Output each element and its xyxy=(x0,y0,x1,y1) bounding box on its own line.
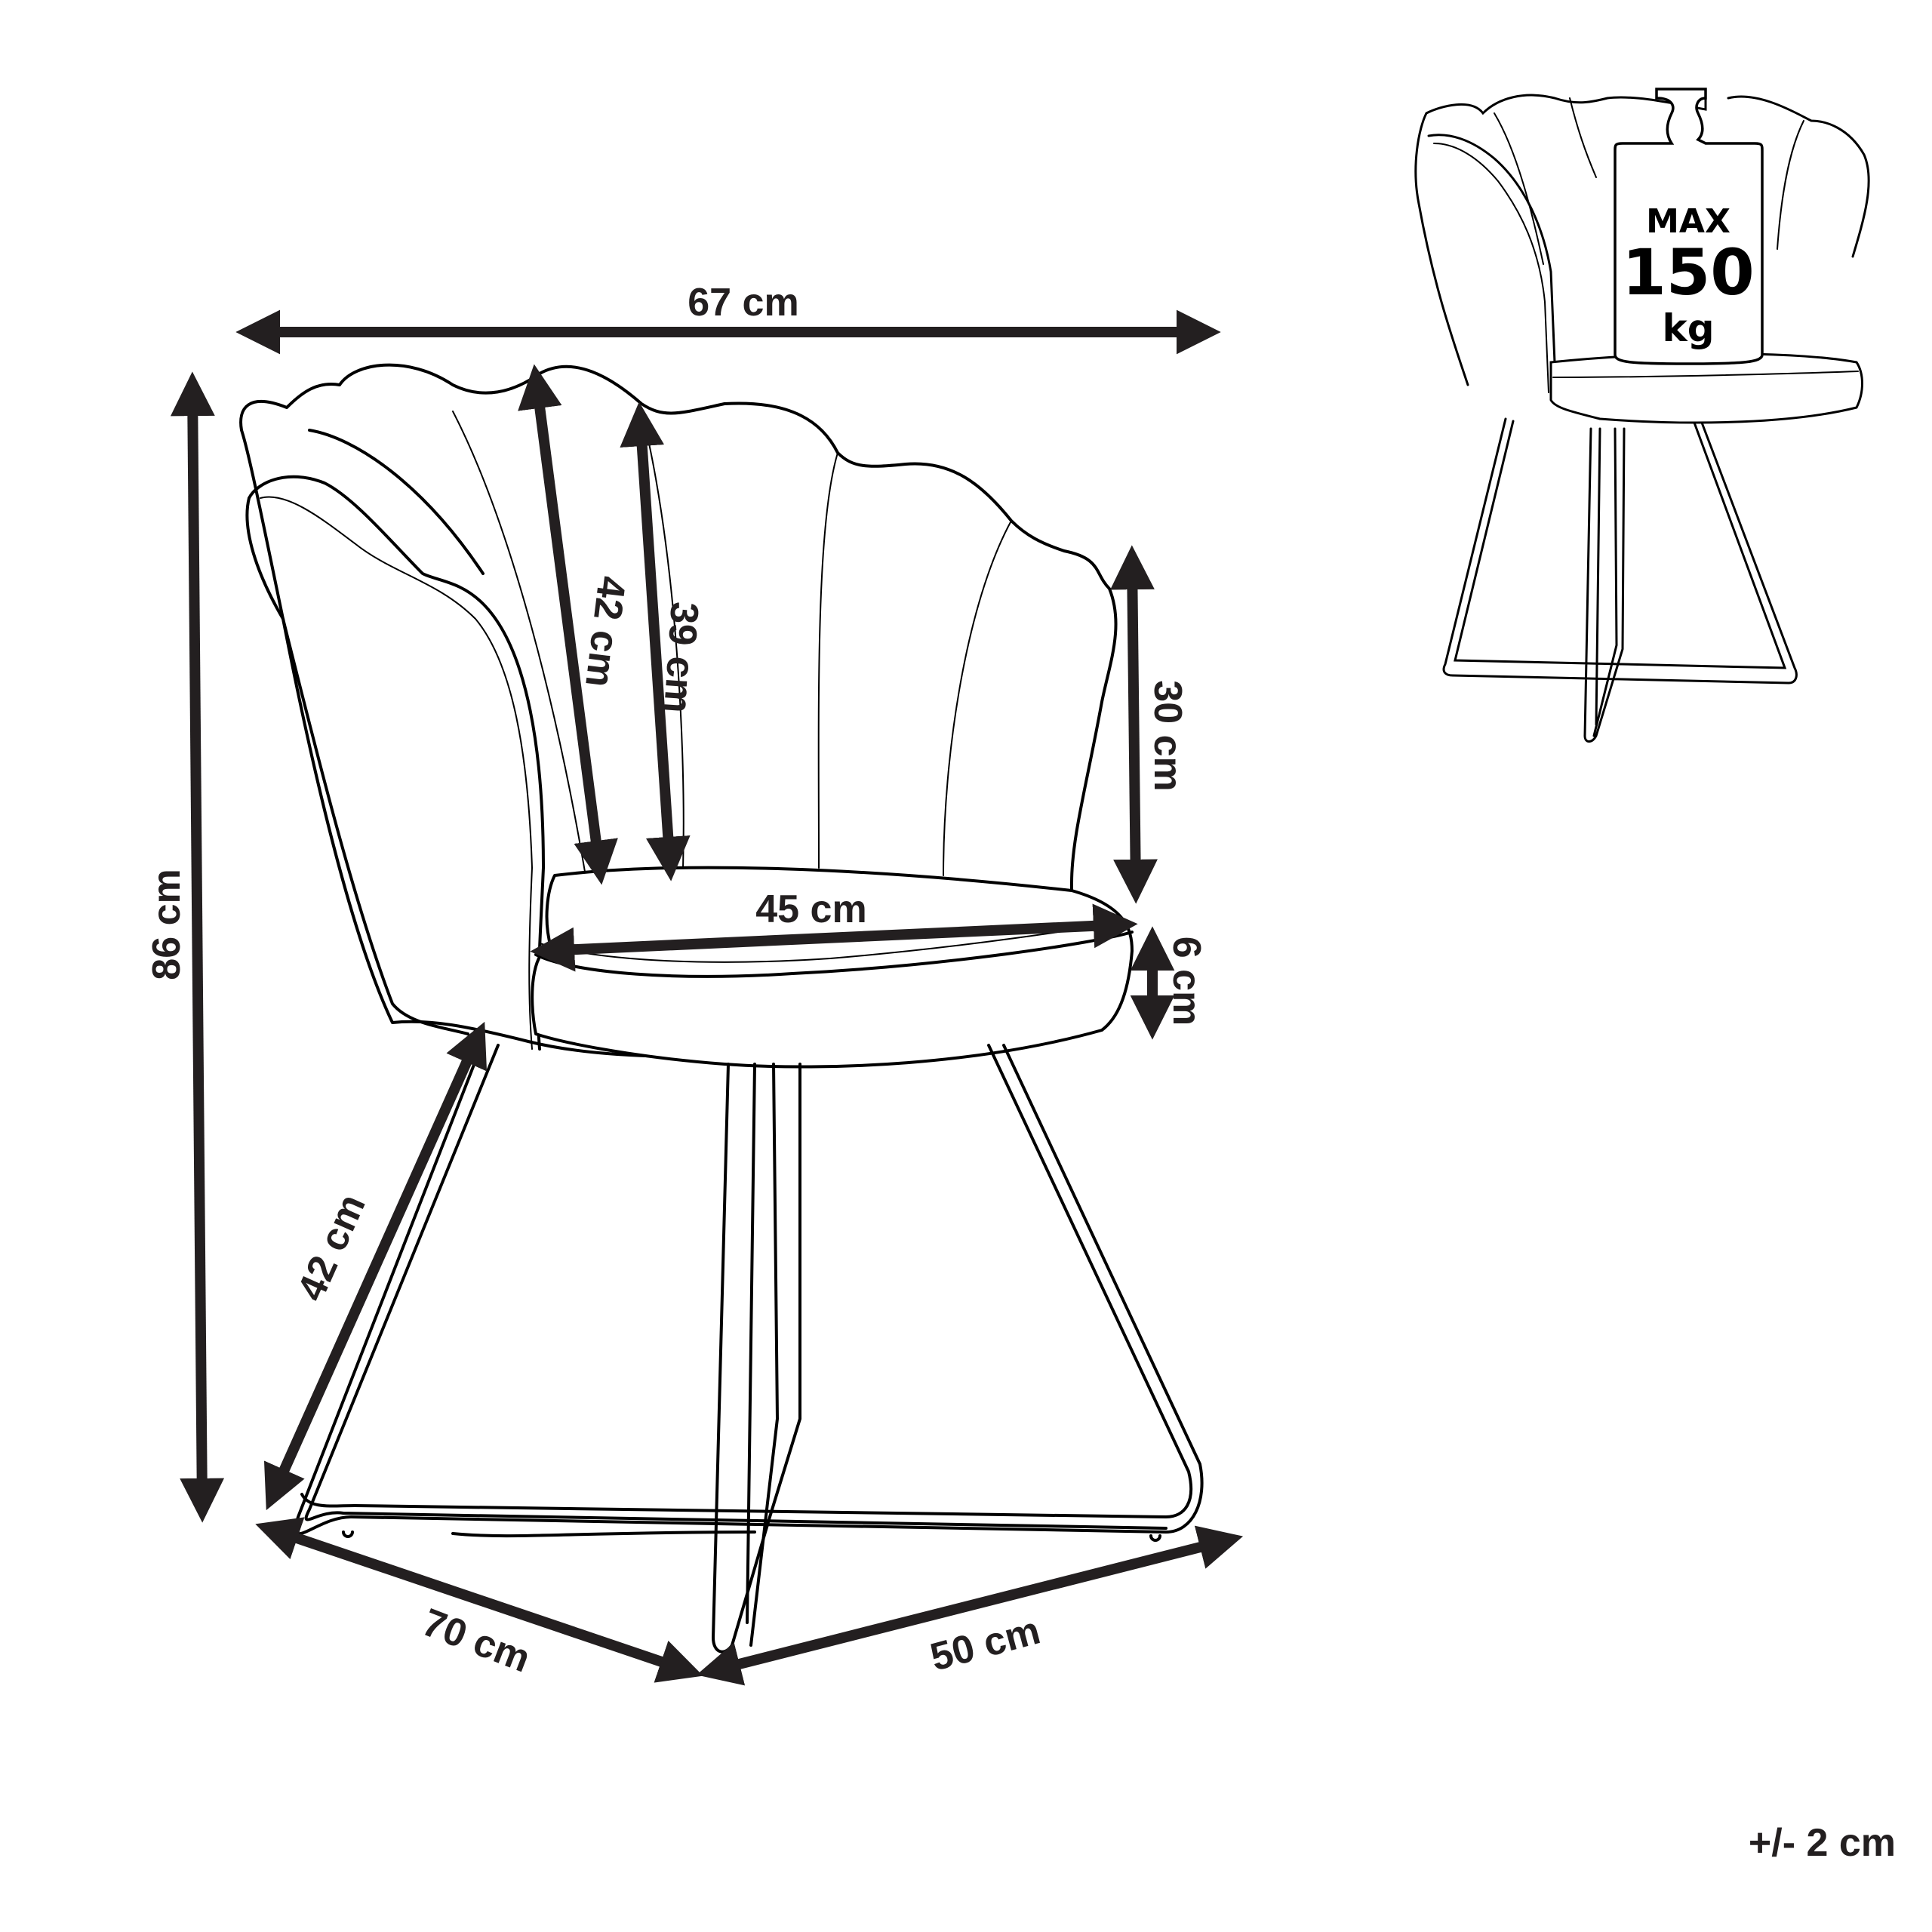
main-chair-drawing xyxy=(239,363,1204,1654)
back-seam-3 xyxy=(817,452,838,869)
load-capacity-thumbnail: MAX 150 kg xyxy=(1414,88,1870,743)
thumb-chair-back xyxy=(1414,93,1870,386)
tolerance-note: +/- 2 cm xyxy=(1748,1821,1896,1865)
left-arm-upper-curve xyxy=(308,429,485,575)
thumb-chair-arm-inner xyxy=(1433,143,1549,393)
thumb-chair-legs xyxy=(1442,417,1798,743)
dimension-seat-width-45: 45 cm xyxy=(530,888,1138,972)
weight-icon xyxy=(1614,88,1764,365)
dimension-depth-70: 70 cm xyxy=(255,1517,703,1683)
dimension-label-height: 86 cm xyxy=(145,869,189,980)
dimension-label-armrest: 30 cm xyxy=(1146,680,1189,791)
dimension-label-seat-thickness: 6 cm xyxy=(1164,937,1208,1026)
back-seam-4 xyxy=(943,520,1012,876)
thumb-chair-arm xyxy=(1427,134,1560,394)
thumb-seam-2 xyxy=(1569,97,1597,178)
thumb-seam-3 xyxy=(1777,120,1804,250)
thumb-seat-edge xyxy=(1552,371,1859,378)
dimension-seat-height-42: 42 cm xyxy=(263,1021,488,1511)
load-badge-unit: kg xyxy=(1662,306,1714,350)
dimension-label-backrest-inner: 39 cm xyxy=(655,601,706,715)
load-badge-max: MAX xyxy=(1646,202,1730,241)
dimension-base-width-50: 50 cm xyxy=(696,1525,1244,1686)
left-arm-piping-inner xyxy=(260,496,534,1050)
left-arm-front-edge xyxy=(245,497,285,620)
dimension-label-width: 67 cm xyxy=(688,281,798,325)
dimension-height-86: 86 cm xyxy=(145,371,225,1523)
dimension-label-base-width: 50 cm xyxy=(926,1608,1044,1679)
dimension-seat-thickness-6: 6 cm xyxy=(1130,926,1208,1040)
load-badge-value: 150 xyxy=(1622,235,1754,309)
dimension-armrest-30: 30 cm xyxy=(1110,545,1189,904)
dimension-width-67: 67 cm xyxy=(235,281,1221,355)
thumb-seam-1 xyxy=(1494,112,1544,265)
dimension-label-seat-width: 45 cm xyxy=(755,888,866,931)
dimension-backrest-39: 39 cm xyxy=(620,401,706,881)
